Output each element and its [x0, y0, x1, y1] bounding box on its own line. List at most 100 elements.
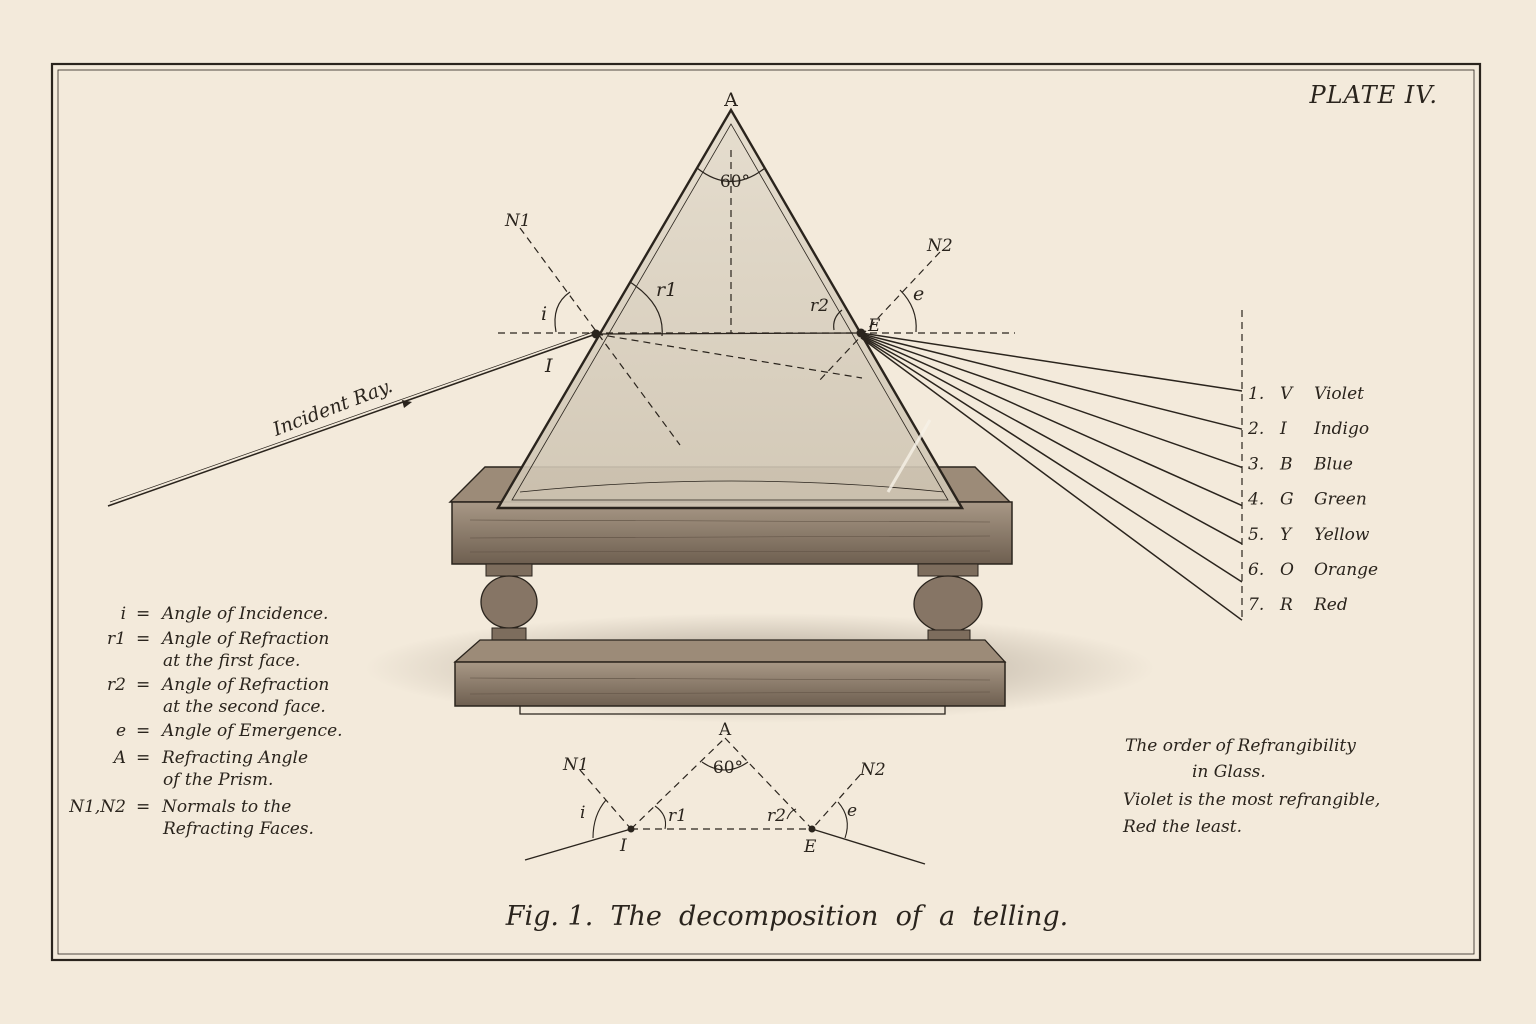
refracted-ray [595, 333, 863, 379]
small-normal-2-label: N2 [859, 760, 886, 780]
spectral-ray-violet [860, 332, 1243, 392]
spectrum-name: Indigo [1313, 419, 1369, 439]
legend-symbol: r1 [107, 629, 126, 649]
angle-r1-arc [629, 281, 663, 337]
point-in-label: I [544, 355, 553, 377]
legend-text: Normals to the [161, 797, 291, 817]
legend-symbol: A [112, 748, 126, 768]
angle-e-arc [899, 289, 917, 333]
figure-caption: Fig. 1. The decomposition of a telling. [505, 901, 1069, 932]
rays [107, 330, 863, 507]
legend-symbol: e [116, 721, 126, 741]
point-out-dot [856, 328, 866, 338]
normal-1-line [519, 227, 681, 446]
spectrum-name: Red [1313, 595, 1348, 615]
spectral-ray-red [860, 337, 1243, 621]
apex-label: A [723, 89, 738, 111]
spectrum-num: 3. [1248, 454, 1264, 474]
incident-ray-arrow [402, 400, 412, 408]
spectrum-num: 7. [1248, 595, 1264, 615]
small-angle-i-label: i [580, 803, 585, 823]
spectrum-letter: I [1279, 419, 1287, 439]
legend-text-continued: at the second face. [163, 697, 326, 717]
legend-text-continued: at the first face. [163, 651, 300, 671]
note-line-2: in Glass. [1192, 762, 1266, 782]
legend-text: Angle of Refraction [160, 675, 329, 695]
spectrum-name: Violet [1314, 384, 1364, 404]
legend-text-continued: of the Prism. [163, 770, 273, 790]
angle-i-label: i [541, 303, 547, 325]
spectrum-num: 2. [1247, 419, 1264, 439]
small-angle-r2-label: r2 [767, 806, 786, 826]
spectral-ray-orange [860, 336, 1243, 583]
dispersed-rays [860, 332, 1243, 621]
legend-symbol: N1,N2 [68, 797, 126, 817]
spectrum-letter: Y [1280, 525, 1293, 545]
spectrum-item: 5. Y Yellow [1248, 525, 1370, 545]
small-point-out-label: E [803, 837, 817, 857]
spectrum-letter: O [1280, 560, 1294, 580]
spectrum-item: 2. I Indigo [1247, 419, 1369, 439]
spectrum-name: Green [1314, 490, 1367, 510]
legend-text: Angle of Emergence. [160, 721, 343, 741]
legend-equals: = [136, 604, 150, 624]
angle-r2-label: r2 [810, 296, 829, 316]
spectrum-letter: B [1279, 454, 1293, 474]
legend-symbol: r2 [107, 675, 126, 695]
small-apex-label: A [718, 720, 732, 740]
note-line-1: The order of Refrangibility [1125, 736, 1356, 756]
point-out-label: E [867, 316, 881, 336]
spectral-ray-yellow [860, 335, 1243, 545]
angle-r1-label: r1 [656, 279, 677, 301]
legend-text-continued: Refracting Faces. [162, 819, 314, 839]
spectral-ray-green [860, 334, 1243, 507]
plate-border [50, 62, 1482, 962]
spectrum-name: Yellow [1314, 525, 1370, 545]
legend-equals: = [136, 797, 150, 817]
spectrum-num: 5. [1248, 525, 1264, 545]
legend-text: Angle of Refraction [160, 629, 329, 649]
legend-symbol: i [121, 604, 126, 624]
normal-1-label: N1 [504, 211, 531, 231]
spectrum-num: 4. [1247, 490, 1264, 510]
spectrum-name: Orange [1314, 560, 1378, 580]
small-angle-e-label: e [847, 801, 857, 821]
spectrum-num: 6. [1248, 560, 1264, 580]
angle-r2-arc [833, 309, 843, 331]
angle-i-arc [554, 291, 571, 333]
legend-item: e = Angle of Emergence. [116, 721, 343, 741]
legend-equals: = [136, 721, 150, 741]
spectral-ray-blue [860, 333, 1243, 469]
refrangibility-note: The order of Refrangibility in Glass. Vi… [1122, 736, 1380, 837]
spectral-ray-indigo [860, 333, 1243, 430]
spectrum-letter: V [1280, 384, 1294, 404]
angle-arcs [554, 167, 917, 337]
spectrum-item: 3. B Blue [1248, 454, 1353, 474]
legend-item: i = Angle of Incidence. [121, 604, 329, 624]
legend-text: Refracting Angle [161, 748, 308, 768]
spectrum-num: 1. [1248, 384, 1264, 404]
incident-ray [107, 333, 597, 507]
legend-text: Angle of Incidence. [160, 604, 328, 624]
symbol-legend: i=Angle of Incidence.r1=Angle of Refract… [68, 604, 342, 839]
small-angle-r1-label: r1 [668, 806, 687, 826]
legend-equals: = [136, 748, 150, 768]
apex-angle-label: 60° [720, 172, 750, 192]
point-in-dot [591, 329, 601, 339]
spectrum-item: 1. V Violet [1248, 384, 1364, 404]
apex-angle-arc [696, 167, 766, 182]
prism [495, 107, 965, 510]
note-line-4: Red the least. [1122, 817, 1242, 837]
spectrum-item: 6. O Orange [1248, 560, 1378, 580]
small-apex-angle-label: 60° [713, 758, 743, 778]
small-normal-1-label: N1 [562, 755, 589, 775]
spectrum-name: Blue [1313, 454, 1353, 474]
note-line-3: Violet is the most refrangible, [1123, 790, 1380, 810]
